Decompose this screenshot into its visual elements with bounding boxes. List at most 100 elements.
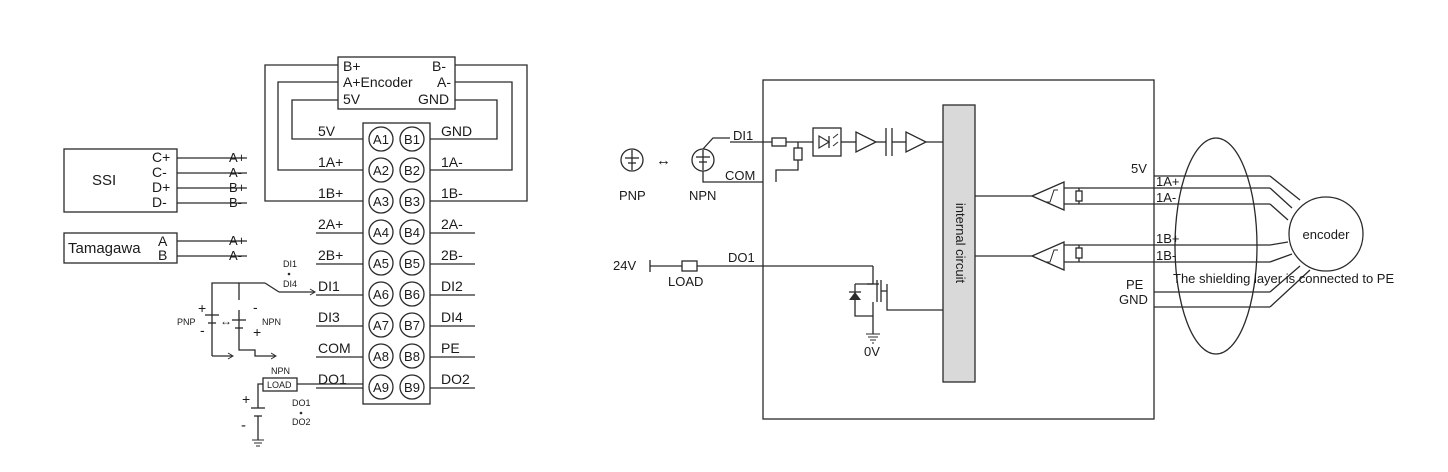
- internal-circuit-label: internal circuit: [953, 203, 968, 284]
- pin-b-circle: [399, 343, 425, 369]
- left-do-wiring: NPN LOAD + - DO1 DO2: [241, 366, 363, 447]
- connector-right-label: DO2: [441, 371, 470, 387]
- left-load-label: LOAD: [267, 380, 292, 390]
- left-do2-label: DO2: [292, 417, 311, 427]
- right-di-sources: PNP ↔ NPN DI1 COM: [619, 128, 763, 203]
- right-pnp-label: PNP: [619, 188, 646, 203]
- di-internal-path: [730, 127, 943, 182]
- right-arrow: ↔: [656, 152, 671, 169]
- right-1a-minus-label: 1A-: [1156, 190, 1176, 205]
- ssi-pin-c-plus: C+: [152, 149, 170, 165]
- ssi-out-b-plus: B+: [229, 180, 245, 195]
- do-minus: -: [241, 417, 246, 434]
- pin-a-label: A6: [373, 287, 389, 302]
- connector-right-label: 2B-: [441, 247, 463, 263]
- pin-a-circle: [368, 157, 394, 183]
- right-0v-label: 0V: [864, 344, 880, 359]
- tamagawa-label: Tamagawa: [68, 240, 141, 257]
- ssi-pin-c-minus: C-: [152, 164, 167, 180]
- encoder-a-minus: A-: [437, 74, 451, 90]
- pin-b-label: B1: [404, 132, 420, 147]
- connector-right-label: DI2: [441, 278, 463, 294]
- pin-b-circle: [399, 188, 425, 214]
- do-path: 24V LOAD DO1 0V: [613, 250, 943, 359]
- right-npn-label: NPN: [689, 188, 716, 203]
- pin-a-circle: [368, 281, 394, 307]
- pin-b-label: B5: [404, 256, 420, 271]
- pin-a-label: A9: [373, 380, 389, 395]
- left-di4-label: DI4: [283, 279, 297, 289]
- left-di1-label: DI1: [283, 259, 297, 269]
- connector-right-label: GND: [441, 123, 472, 139]
- encoder-wires: [264, 64, 528, 202]
- pin-b-label: B9: [404, 380, 420, 395]
- tamagawa-block: Tamagawa A B A+ A-: [63, 232, 247, 264]
- pin-b-circle: [399, 281, 425, 307]
- left-do1-label: DO1: [292, 398, 311, 408]
- left-npn-out-label: NPN: [271, 366, 290, 376]
- right-pe-label: PE: [1126, 277, 1144, 292]
- right-com-label: COM: [725, 168, 755, 183]
- tamagawa-out-a-plus: A+: [229, 233, 245, 248]
- encoder-box: B+ B- A+Encoder A- 5V GND: [337, 56, 456, 110]
- pin-b-label: B2: [404, 163, 420, 178]
- pin-a-circle: [368, 343, 394, 369]
- encoder-label: encoder: [1303, 227, 1351, 242]
- internal-circuit-block: [942, 104, 976, 383]
- pin-b-circle: [399, 374, 425, 400]
- pin-a-circle: [368, 250, 394, 276]
- left-di-wiring: DI1 DI4 + - PNP ↔ - + NPN: [177, 259, 316, 360]
- pnp-plus: +: [198, 300, 206, 316]
- encoder-gnd: GND: [418, 91, 449, 107]
- pin-b-label: B6: [404, 287, 420, 302]
- tamagawa-pin-a: A: [158, 233, 168, 249]
- right-1b-plus-label: 1B+: [1156, 231, 1180, 246]
- encoder-a-plus: A+Encoder: [343, 74, 413, 90]
- connector-left-label: 2A+: [318, 216, 343, 232]
- connector-left-label: 1B+: [318, 185, 343, 201]
- pin-b-circle: [399, 126, 425, 152]
- encoder-cable: encoder: [1154, 137, 1364, 355]
- pin-a-label: A3: [373, 194, 389, 209]
- pin-a-circle: [368, 188, 394, 214]
- tamagawa-out-a-minus: A-: [229, 248, 242, 263]
- pin-a-circle: [368, 219, 394, 245]
- connector-right-label: PE: [441, 340, 460, 356]
- pin-a-label: A8: [373, 349, 389, 364]
- right-load-label: LOAD: [668, 274, 703, 289]
- pnp-minus: -: [200, 322, 205, 338]
- right-1b-minus-label: 1B-: [1156, 248, 1176, 263]
- connector-right-label: 1B-: [441, 185, 463, 201]
- connector-left-label: DO1: [318, 371, 347, 387]
- ssi-out-a-minus: A-: [229, 165, 242, 180]
- connector-left-label: DI3: [318, 309, 340, 325]
- right-24v-label: 24V: [613, 258, 636, 273]
- pin-a-circle: [368, 312, 394, 338]
- ssi-pin-d-minus: D-: [152, 194, 167, 210]
- encoder-5v: 5V: [343, 91, 361, 107]
- pin-b-label: B3: [404, 194, 420, 209]
- pin-b-label: B8: [404, 349, 420, 364]
- connector-left-label: 1A+: [318, 154, 343, 170]
- do-plus: +: [242, 391, 250, 407]
- encoder-receivers: [975, 181, 1154, 271]
- connector-right-label: 1A-: [441, 154, 463, 170]
- connector-left-label: 2B+: [318, 247, 343, 263]
- right-1a-plus-label: 1A+: [1156, 174, 1180, 189]
- ssi-block: SSI C+ C- D+ D- A+ A- B+ B-: [63, 148, 247, 213]
- tamagawa-pin-b: B: [158, 247, 167, 263]
- connector-left-label: DI1: [318, 278, 340, 294]
- pin-a-label: A5: [373, 256, 389, 271]
- encoder-b-plus: B+: [343, 58, 361, 74]
- right-di1-label: DI1: [733, 128, 753, 143]
- pin-a-circle: [368, 126, 394, 152]
- pin-b-circle: [399, 157, 425, 183]
- pin-b-circle: [399, 219, 425, 245]
- pin-b-circle: [399, 312, 425, 338]
- connector-left-label: 5V: [318, 123, 336, 139]
- connector-right-label: 2A-: [441, 216, 463, 232]
- pin-a-label: A7: [373, 318, 389, 333]
- connector-right-label: DI4: [441, 309, 463, 325]
